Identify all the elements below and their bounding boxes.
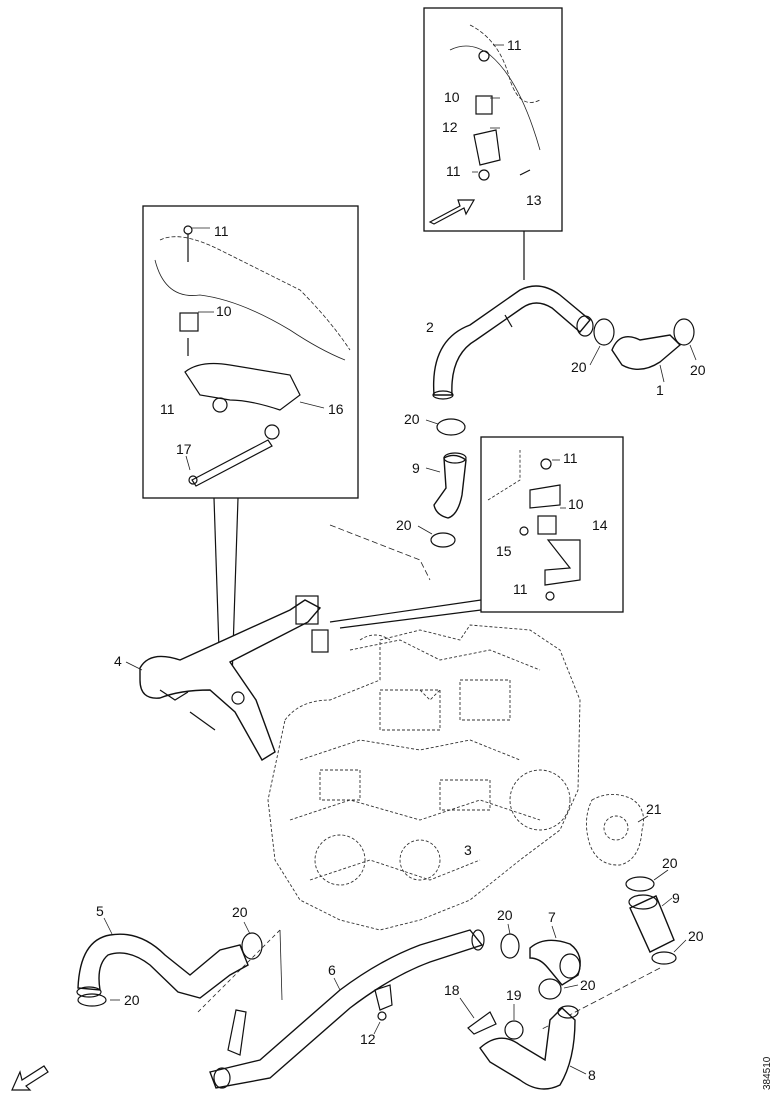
hose-2 [432,285,594,400]
callout-20: 20 [404,411,420,427]
callout-7: 7 [548,909,556,925]
callout-1: 1 [656,382,664,398]
callout-2: 2 [426,319,434,335]
callout-10: 10 [444,89,460,105]
hose-9 [628,894,675,953]
clamp-20 [625,876,655,892]
callout-11: 11 [446,163,461,179]
pipe-8 [467,1005,579,1090]
callout-5: 5 [96,903,104,919]
callout-14: 14 [592,517,608,533]
front-arrow-icon [11,1065,49,1091]
callout-11: 11 [214,223,229,239]
callout-20: 20 [688,928,704,944]
callout-16: 16 [328,401,344,417]
clamp-20 [500,933,520,959]
detail-box-top [423,7,563,232]
hose-9 [433,452,467,519]
detail-box-left [142,205,359,499]
callout-11: 11 [507,37,522,53]
callout-20: 20 [232,904,248,920]
engine-block [267,624,581,931]
callout-9: 9 [412,460,420,476]
clamp-20 [77,993,107,1007]
clamp-20 [651,951,677,965]
callout-19: 19 [506,987,522,1003]
callout-20: 20 [662,855,678,871]
callout-11: 11 [513,581,528,597]
callout-20: 20 [690,362,706,378]
callout-10: 10 [216,303,232,319]
callout-3: 3 [464,842,472,858]
callout-17: 17 [176,441,192,457]
callout-20: 20 [571,359,587,375]
flange-21 [586,794,644,866]
pipe-4 [139,595,329,761]
callout-15: 15 [496,543,512,559]
callout-11: 11 [160,401,175,417]
clamp-20 [430,532,456,548]
clamp-20 [593,318,615,346]
callout-12: 12 [442,119,458,135]
callout-13: 13 [526,192,542,208]
callout-4: 4 [114,653,122,669]
callout-6: 6 [328,962,336,978]
callout-11: 11 [563,450,578,466]
clamp-20 [436,418,466,436]
callout-20: 20 [580,977,596,993]
callout-20: 20 [124,992,140,1008]
callout-21: 21 [646,801,662,817]
clamp-20 [538,978,562,1000]
hose-5 [76,932,263,999]
callout-10: 10 [568,496,584,512]
pipe-6 [209,929,485,1089]
callout-9: 9 [672,890,680,906]
elbow-7 [529,939,581,986]
direction-arrow-icon [428,199,476,225]
callout-20: 20 [497,907,513,923]
callout-20: 20 [396,517,412,533]
callout-12: 12 [360,1031,376,1047]
hose-1 [611,318,695,370]
detail-box-right [480,436,624,613]
document-code: 384510 [762,1056,773,1090]
callout-18: 18 [444,982,460,998]
callout-8: 8 [588,1067,596,1083]
